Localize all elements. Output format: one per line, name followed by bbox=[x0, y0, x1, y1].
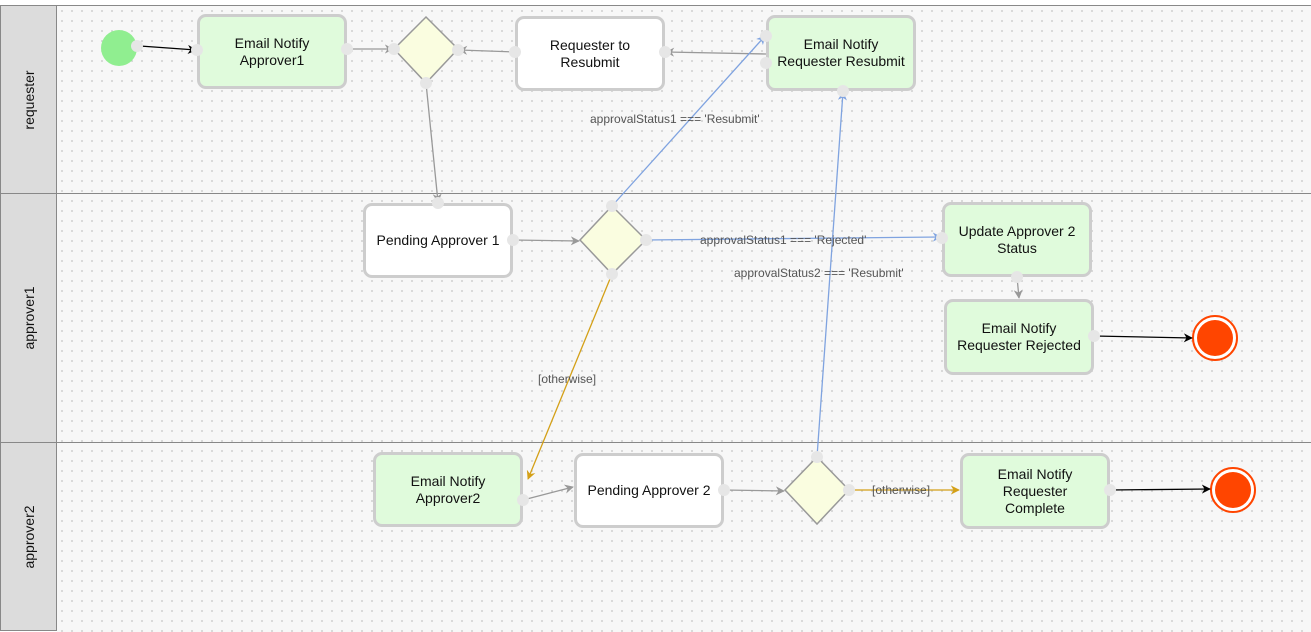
task-pending-approver2[interactable]: Pending Approver 2 bbox=[574, 453, 724, 528]
gateway-approver1[interactable] bbox=[578, 204, 648, 276]
task-label: Email Notify Approver2 bbox=[410, 472, 486, 506]
task-email-notify-requester-complete[interactable]: Email Notify Requester Complete bbox=[960, 453, 1110, 529]
flow[interactable] bbox=[512, 236, 580, 246]
task-label: Requester to Resubmit bbox=[549, 36, 631, 70]
task-email-notify-requester-rejected[interactable]: Email Notify Requester Rejected bbox=[944, 299, 1094, 375]
edge-label: approvalStatus2 === 'Resubmit' bbox=[734, 266, 904, 280]
flow[interactable] bbox=[1013, 276, 1023, 299]
flow-a1-resubmit[interactable] bbox=[611, 35, 766, 207]
flow-a1-otherwise[interactable] bbox=[526, 273, 613, 480]
flow[interactable] bbox=[723, 486, 785, 496]
start-event[interactable] bbox=[101, 30, 137, 66]
flow-start[interactable] bbox=[139, 44, 197, 54]
flow-a2-resubmit[interactable] bbox=[816, 91, 847, 458]
task-label: Email Notify Requester Rejected bbox=[957, 320, 1081, 353]
lane-divider bbox=[0, 193, 1311, 194]
task-label: Update Approver 2 Status bbox=[958, 222, 1076, 256]
diagram-canvas[interactable] bbox=[57, 5, 1311, 632]
edge-label: approvalStatus1 === 'Rejected' bbox=[700, 233, 866, 247]
flow[interactable] bbox=[458, 45, 516, 55]
flow-end-complete[interactable] bbox=[1109, 484, 1211, 494]
task-label: Email Notify Requester Resubmit bbox=[777, 36, 905, 69]
task-update-approver2-status[interactable]: Update Approver 2 Status bbox=[942, 202, 1092, 277]
edge-label: [otherwise] bbox=[872, 483, 930, 497]
flow-end-rejected[interactable] bbox=[1093, 333, 1193, 343]
end-event-rejected-fill bbox=[1197, 320, 1233, 356]
task-email-notify-approver2[interactable]: Email Notify Approver2 bbox=[373, 452, 523, 527]
task-requester-to-resubmit[interactable]: Requester to Resubmit bbox=[515, 16, 665, 91]
flow[interactable] bbox=[522, 484, 574, 501]
task-label: Pending Approver 1 bbox=[376, 232, 500, 248]
task-label: Email Notify Requester Complete bbox=[997, 465, 1073, 516]
flow[interactable] bbox=[425, 82, 442, 203]
task-pending-approver1[interactable]: Pending Approver 1 bbox=[363, 203, 513, 278]
end-event-complete-fill bbox=[1215, 472, 1251, 508]
lane-divider bbox=[0, 442, 1311, 443]
task-email-notify-approver1[interactable]: Email Notify Approver1 bbox=[197, 14, 347, 89]
task-email-notify-requester-resubmit[interactable]: Email Notify Requester Resubmit bbox=[766, 15, 916, 91]
gateway-requester[interactable] bbox=[392, 15, 460, 85]
gateway-approver2[interactable] bbox=[783, 455, 851, 526]
task-label: Email Notify Approver1 bbox=[234, 34, 310, 68]
edge-label: approvalStatus1 === 'Resubmit' bbox=[590, 112, 760, 126]
flow-a1-rejected[interactable] bbox=[645, 232, 942, 242]
task-label: Pending Approver 2 bbox=[587, 482, 711, 498]
edge-label: [otherwise] bbox=[538, 372, 596, 386]
